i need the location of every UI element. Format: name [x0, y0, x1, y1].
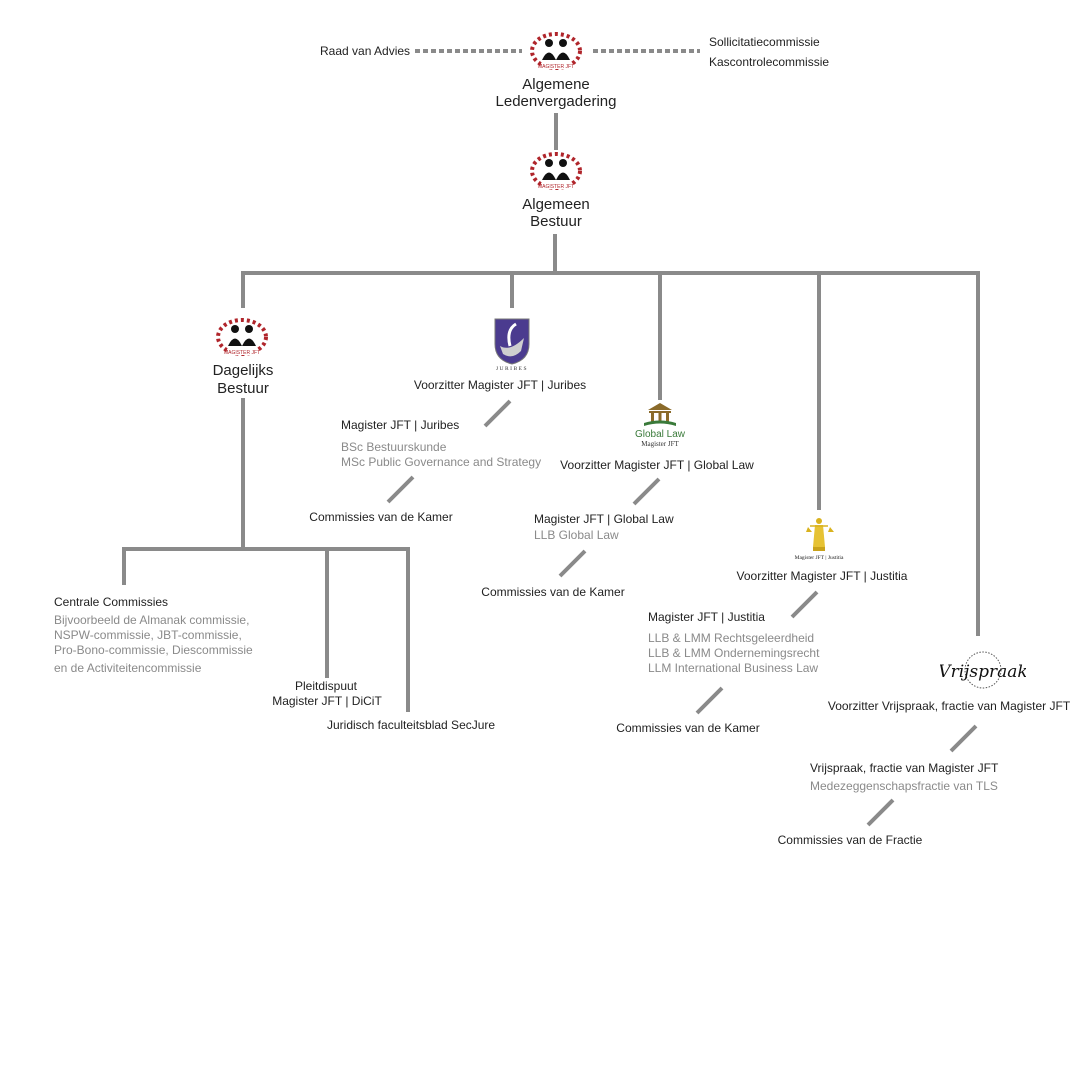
- juribes-commissions: Commissies van de Kamer: [309, 510, 453, 524]
- centrale-commissies-desc: NSPW-commissie, JBT-commissie,: [54, 628, 242, 642]
- alv-title-line2: Ledenvergadering: [495, 93, 617, 110]
- centrale-commissies-desc: en de Activiteitencommissie: [54, 661, 202, 675]
- juribes-logo-icon: JURIBES: [494, 318, 530, 372]
- globallaw-name: Magister JFT | Global Law: [534, 512, 674, 526]
- ab-title-line1: Algemeen: [522, 196, 590, 213]
- logo-text: Magister JFT | Justitia: [795, 555, 844, 561]
- globallaw-chair: Voorzitter Magister JFT | Global Law: [560, 458, 754, 472]
- logo-text: Vrijspraak: [940, 662, 1026, 682]
- raad-van-advies-label: Raad van Advies: [320, 44, 411, 58]
- juribes-program: BSc Bestuurskunde: [341, 440, 447, 454]
- centrale-commissies-title: Centrale Commissies: [54, 595, 169, 609]
- secjure-label: Juridisch faculteitsblad SecJure: [327, 718, 496, 732]
- centrale-commissies-desc: Bijvoorbeeld de Almanak commissie,: [54, 613, 250, 627]
- vrijspraak-chair: Voorzitter Vrijspraak, fractie van Magis…: [827, 699, 1071, 713]
- centrale-commissies-desc: Pro-Bono-commissie, Diescommissie: [54, 643, 253, 657]
- pleitdispuut-label: Pleitdispuut: [294, 679, 358, 693]
- logo-text: MAGISTER JFT: [538, 184, 574, 190]
- pleitdispuut-sublabel: Magister JFT | DiCiT: [272, 694, 382, 708]
- logo-text: Global Law: [635, 429, 686, 440]
- vrijspraak-logo-icon: Vrijspraak: [940, 651, 1026, 689]
- logo-text: MAGISTER JFT: [538, 64, 574, 70]
- db-title-line1: Dagelijks: [212, 362, 274, 379]
- magister-jft-logo-icon: MAGISTER JFT: [216, 318, 268, 356]
- magister-jft-logo-icon: MAGISTER JFT: [530, 152, 582, 190]
- justitia-chair: Voorzitter Magister JFT | Justitia: [736, 569, 908, 583]
- magister-jft-logo-icon: MAGISTER JFT: [530, 32, 582, 70]
- globallaw-commissions: Commissies van de Kamer: [481, 585, 625, 599]
- ab-title-line2: Bestuur: [530, 213, 582, 230]
- vrijspraak-name: Vrijspraak, fractie van Magister JFT: [810, 761, 999, 775]
- juribes-program: MSc Public Governance and Strategy: [341, 455, 542, 469]
- logo-text: JURIBES: [496, 366, 528, 372]
- justitia-logo-icon: Magister JFT | Justitia: [795, 518, 844, 561]
- alv-title-line1: Algemene: [522, 76, 590, 93]
- justitia-program: LLB & LMM Rechtsgeleerdheid: [648, 631, 815, 645]
- vrijspraak-desc: Medezeggenschapsfractie van TLS: [810, 779, 998, 793]
- global-law-logo-icon: Global Law Magister JFT: [635, 403, 686, 448]
- justitia-commissions: Commissies van de Kamer: [616, 721, 760, 735]
- vrijspraak-commissions: Commissies van de Fractie: [777, 833, 923, 847]
- kascontrolecommissie-label: Kascontrolecommissie: [709, 55, 830, 69]
- sollicitatiecommissie-label: Sollicitatiecommissie: [709, 35, 820, 49]
- db-title-line2: Bestuur: [217, 380, 269, 397]
- justitia-program: LLB & LMM Ondernemingsrecht: [648, 646, 820, 660]
- juribes-name: Magister JFT | Juribes: [341, 418, 460, 432]
- logo-text: Magister JFT: [641, 440, 679, 448]
- justitia-name: Magister JFT | Justitia: [648, 610, 765, 624]
- justitia-program: LLM International Business Law: [648, 661, 819, 675]
- globallaw-program: LLB Global Law: [534, 528, 619, 542]
- juribes-chair: Voorzitter Magister JFT | Juribes: [413, 378, 587, 392]
- logo-text: MAGISTER JFT: [224, 350, 260, 356]
